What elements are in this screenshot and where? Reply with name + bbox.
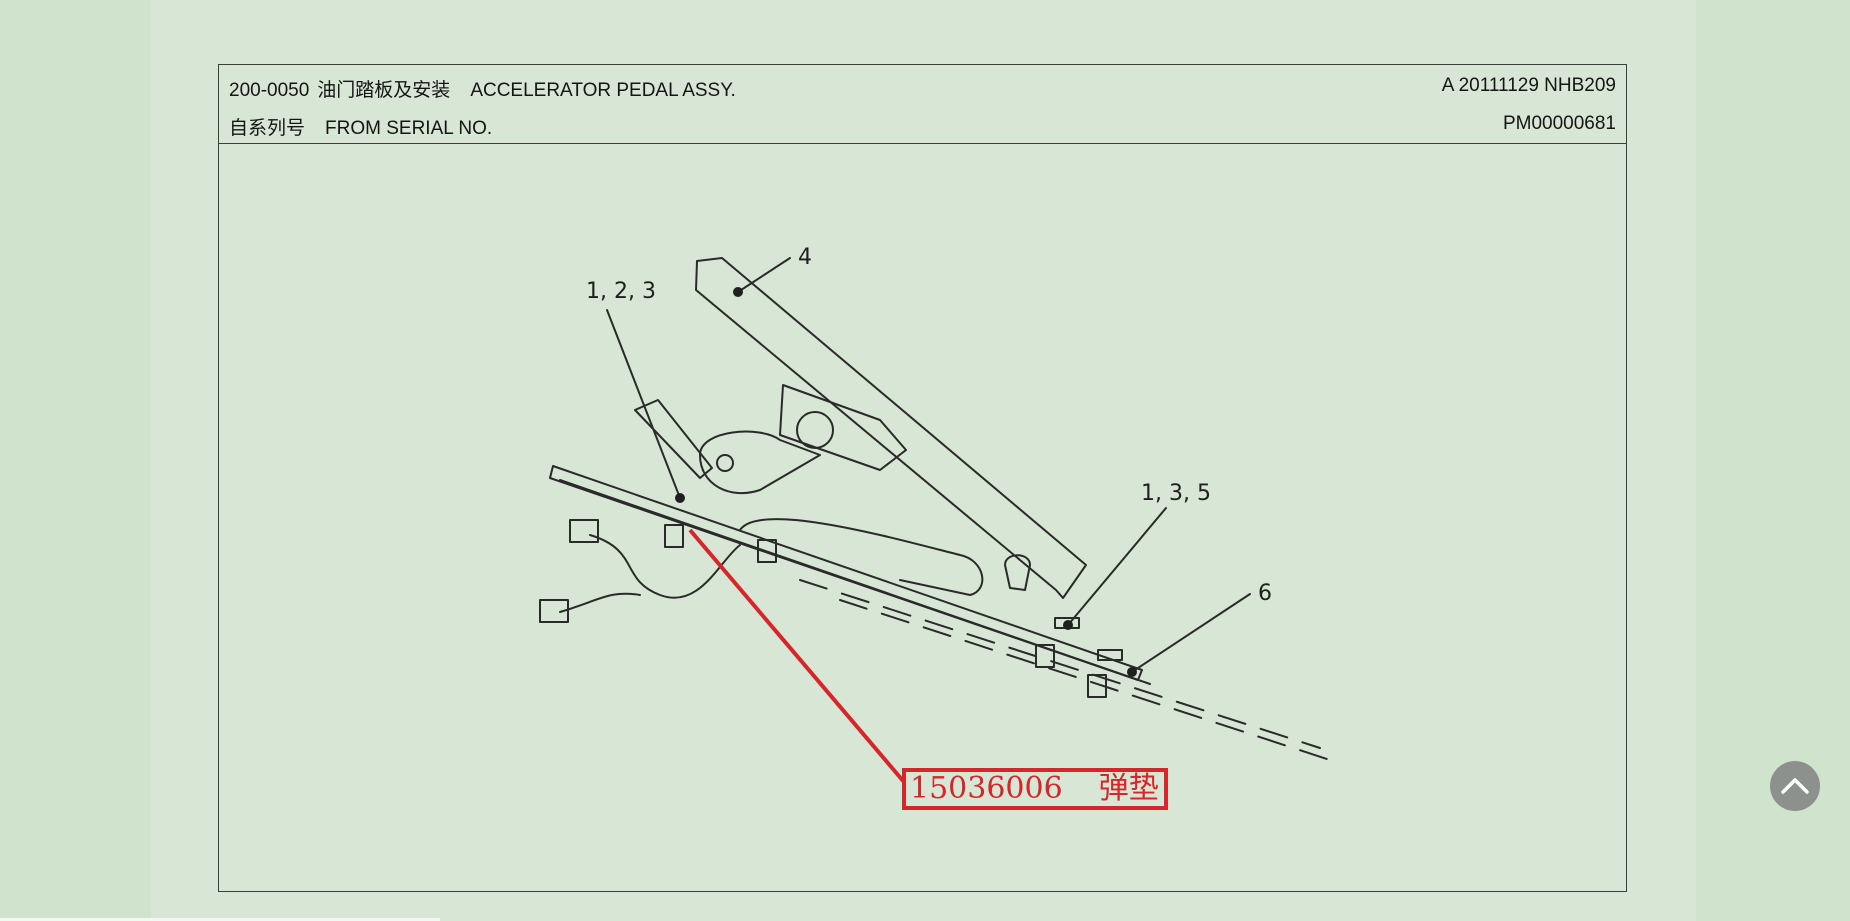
title-line: 200-0050 油门踏板及安装 ACCELERATOR PEDAL ASSY.: [229, 75, 736, 102]
title-cn: 油门踏板及安装: [317, 80, 451, 101]
sheet-header: 200-0050 油门踏板及安装 ACCELERATOR PEDAL ASSY. 自…: [219, 65, 1626, 144]
serial-number: PM00000681: [1502, 113, 1616, 134]
drawing-sheet: 200-0050 油门踏板及安装 ACCELERATOR PEDAL ASSY. 自…: [218, 64, 1627, 892]
serial-label-cn: 自系列号: [229, 118, 306, 139]
part-code: 200-0050: [229, 80, 310, 101]
highlighted-part-name: 弹垫: [1098, 771, 1159, 806]
highlighted-part-number: 15036006: [910, 771, 1063, 806]
highlighted-part-label: 15036006 弹垫: [902, 768, 1168, 810]
revision-text: A 20111129 NHB209: [1441, 75, 1616, 96]
back-to-top-button[interactable]: [1770, 761, 1820, 811]
serial-label-line: 自系列号 FROM SERIAL NO.: [229, 113, 492, 140]
chevron-up-icon: [1781, 778, 1809, 794]
title-en: ACCELERATOR PEDAL ASSY.: [470, 80, 736, 101]
bottom-edge: [0, 918, 440, 921]
serial-label-en: FROM SERIAL NO.: [325, 118, 493, 139]
